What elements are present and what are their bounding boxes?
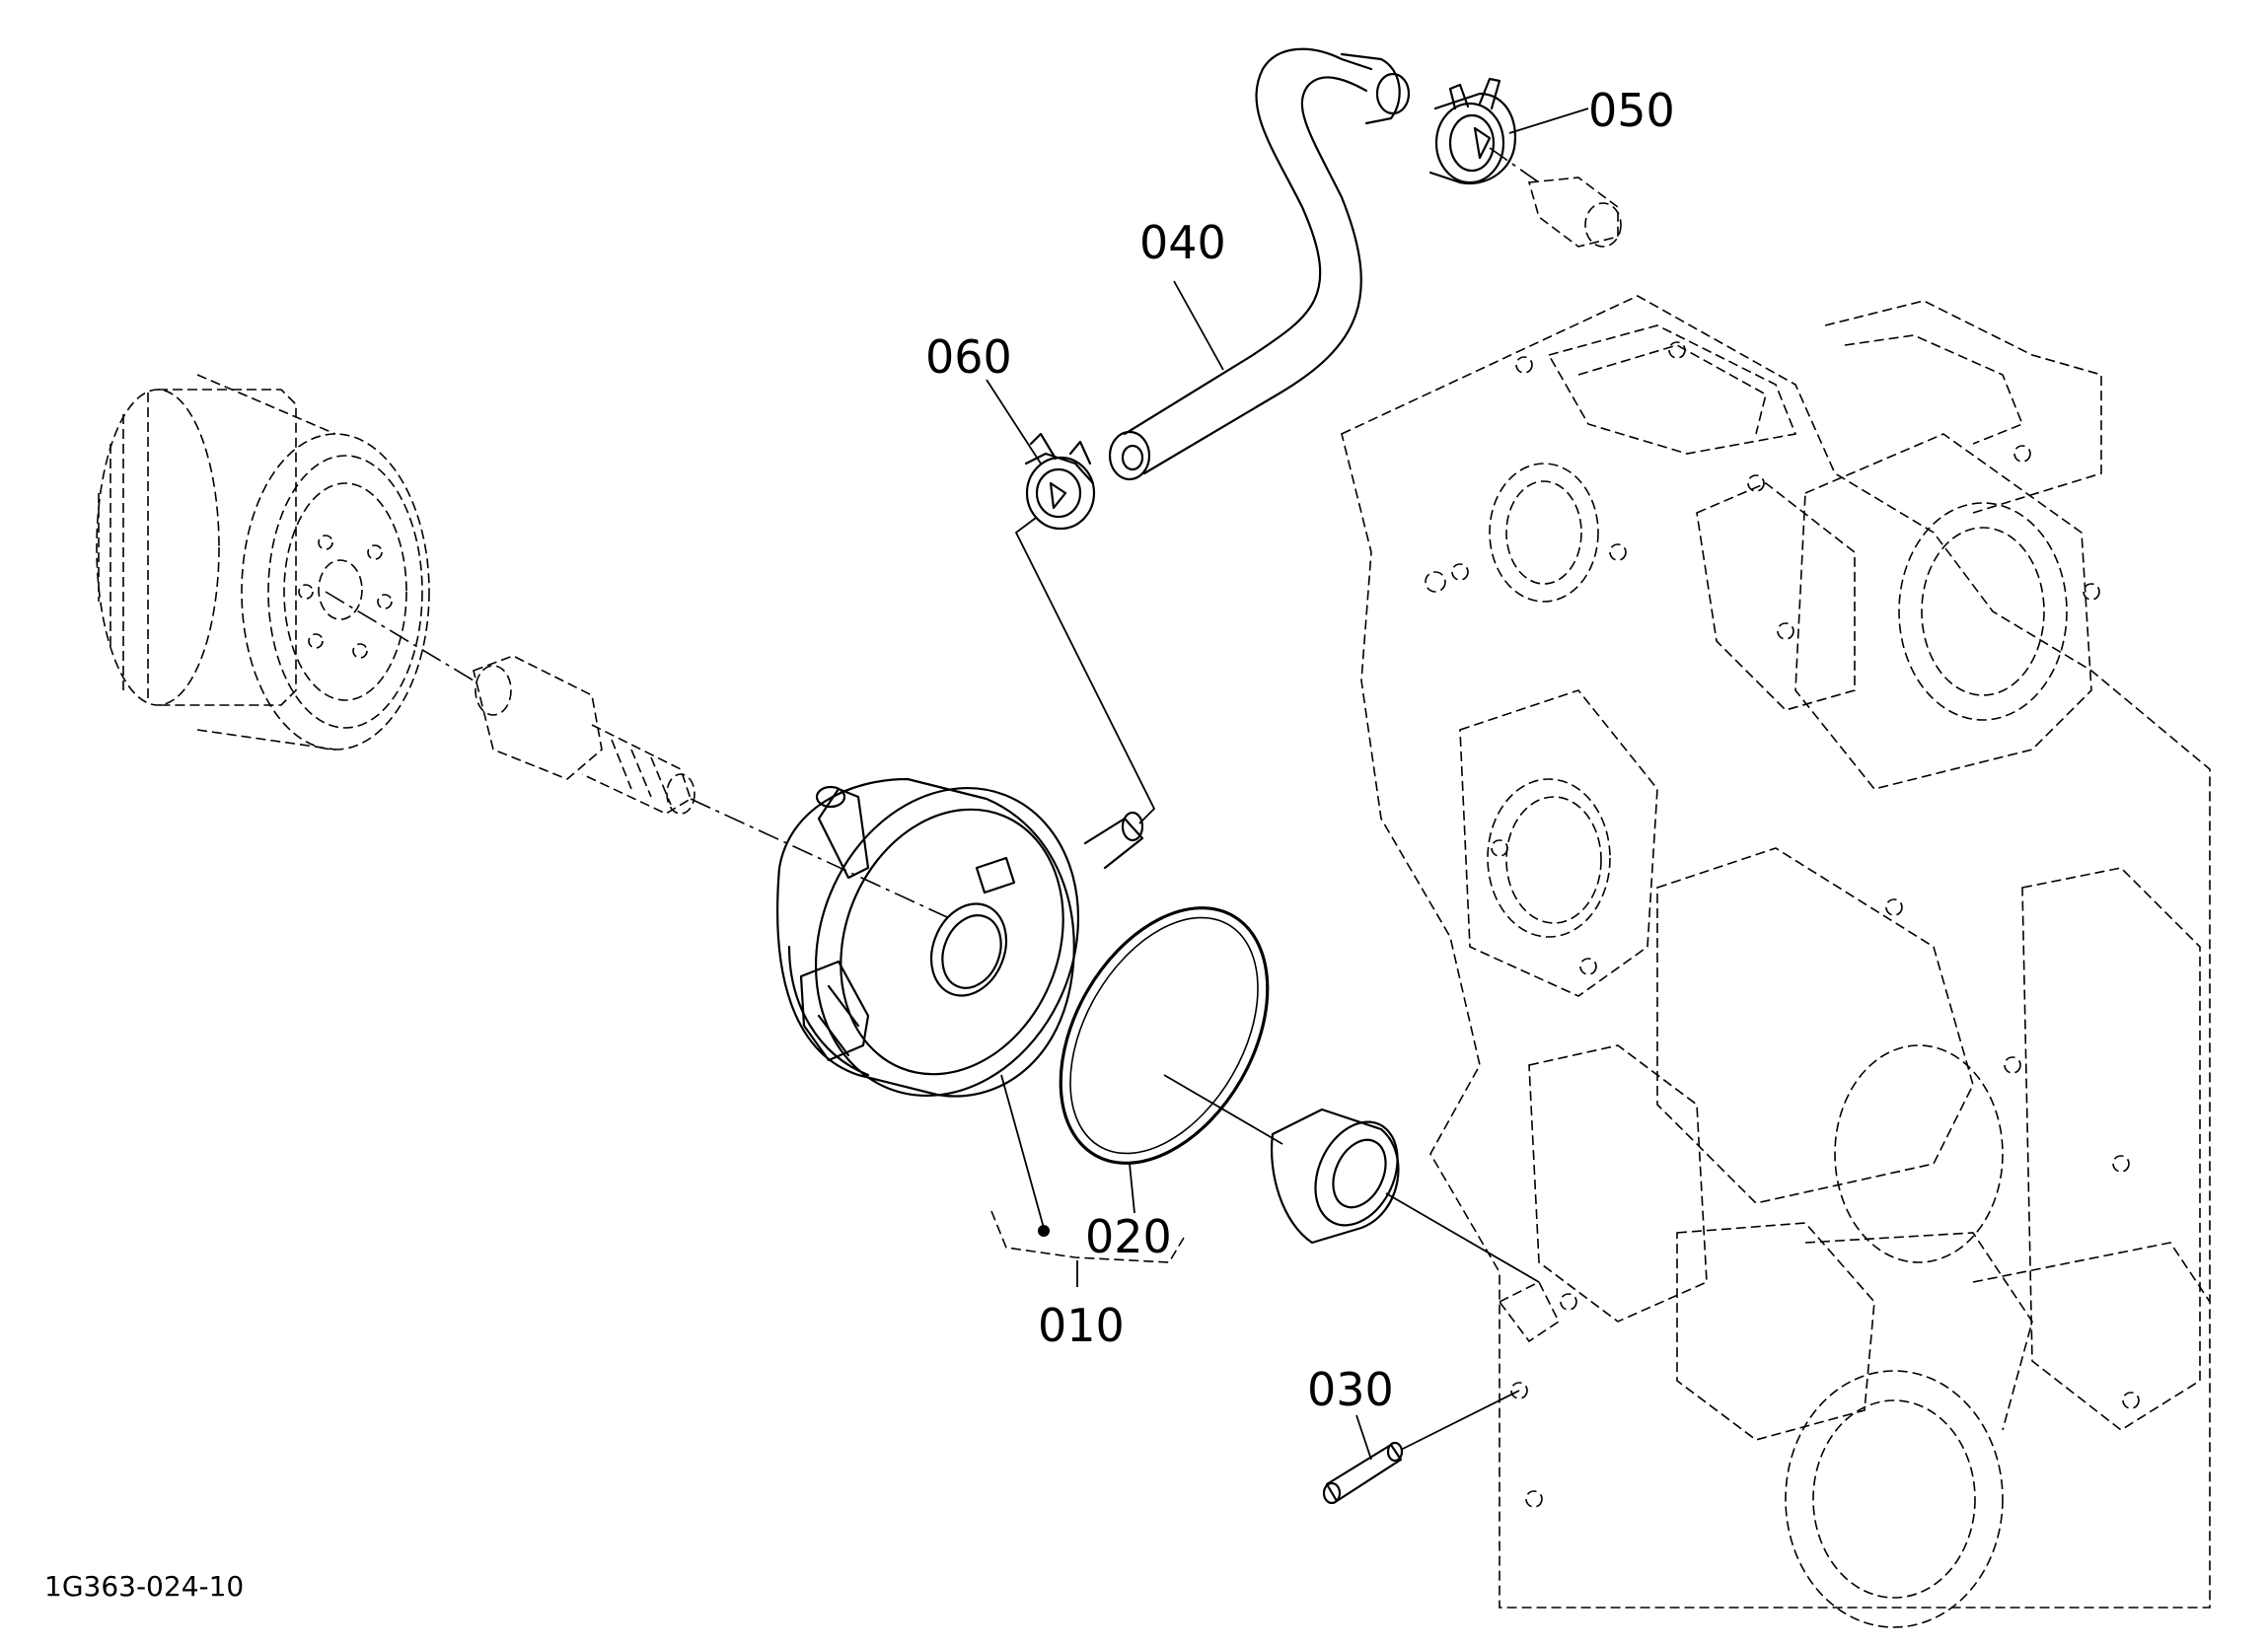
hose-fitting bbox=[1527, 177, 1622, 248]
hose-clamp-060 bbox=[1024, 432, 1096, 531]
callout-040: 040 bbox=[1139, 216, 1226, 269]
leader-030 bbox=[1355, 1414, 1372, 1461]
oil-filter bbox=[96, 374, 430, 751]
oil-cooler bbox=[776, 777, 1144, 1098]
axis-line bbox=[1400, 1390, 1520, 1451]
dowel-pin bbox=[1322, 1441, 1404, 1505]
center-stud bbox=[473, 655, 695, 815]
axis-line bbox=[1489, 147, 1540, 183]
hose-clamp-050 bbox=[1428, 77, 1517, 185]
o-ring bbox=[1059, 906, 1270, 1165]
hose bbox=[1108, 47, 1411, 481]
axis-line bbox=[1385, 1192, 1540, 1283]
callout-dot bbox=[1038, 1225, 1050, 1237]
connection-line bbox=[1014, 517, 1156, 824]
group-bracket bbox=[990, 1210, 1185, 1263]
axis-line bbox=[1163, 1074, 1283, 1145]
callout-020: 020 bbox=[1085, 1210, 1172, 1263]
leader-020 bbox=[1129, 1163, 1135, 1214]
callout-050: 050 bbox=[1588, 84, 1675, 137]
leader-040 bbox=[1173, 280, 1224, 371]
figure-code: 1G363-024-10 bbox=[44, 1570, 244, 1603]
leader-060 bbox=[986, 379, 1042, 465]
gear-case bbox=[1341, 295, 2211, 1628]
callout-030: 030 bbox=[1307, 1363, 1394, 1416]
bushing bbox=[1271, 1108, 1400, 1245]
leader-050 bbox=[1508, 107, 1589, 134]
callout-060: 060 bbox=[925, 330, 1012, 384]
axis-line bbox=[690, 798, 948, 918]
axis-line bbox=[325, 591, 475, 681]
callout-010: 010 bbox=[1038, 1299, 1125, 1352]
leader-010-part bbox=[1000, 1074, 1045, 1229]
